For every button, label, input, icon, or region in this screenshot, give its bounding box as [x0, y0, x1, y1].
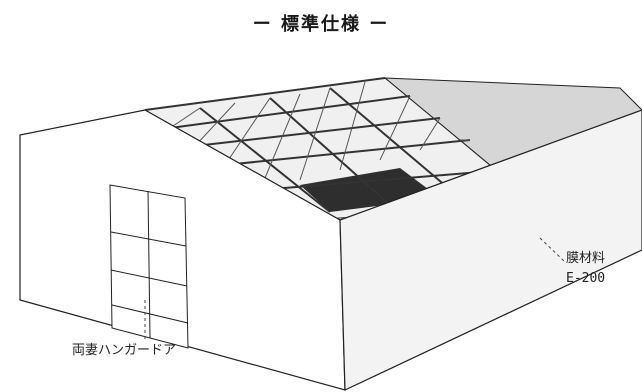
diagram-title: ー 標準仕様 ー: [252, 14, 390, 35]
membrane-name: 膜材料: [566, 251, 606, 266]
steel-truss: [144, 77, 506, 213]
side-wall: [339, 109, 642, 391]
membrane-code: E-200: [566, 271, 606, 286]
truss-bracing: [169, 81, 470, 191]
door-callout: 両妻ハンガードア: [72, 341, 176, 361]
hangar-door: [109, 184, 189, 349]
door-label: 両妻ハンガードア: [72, 343, 177, 358]
membrane-callout: 膜材料 E-200: [566, 249, 605, 289]
